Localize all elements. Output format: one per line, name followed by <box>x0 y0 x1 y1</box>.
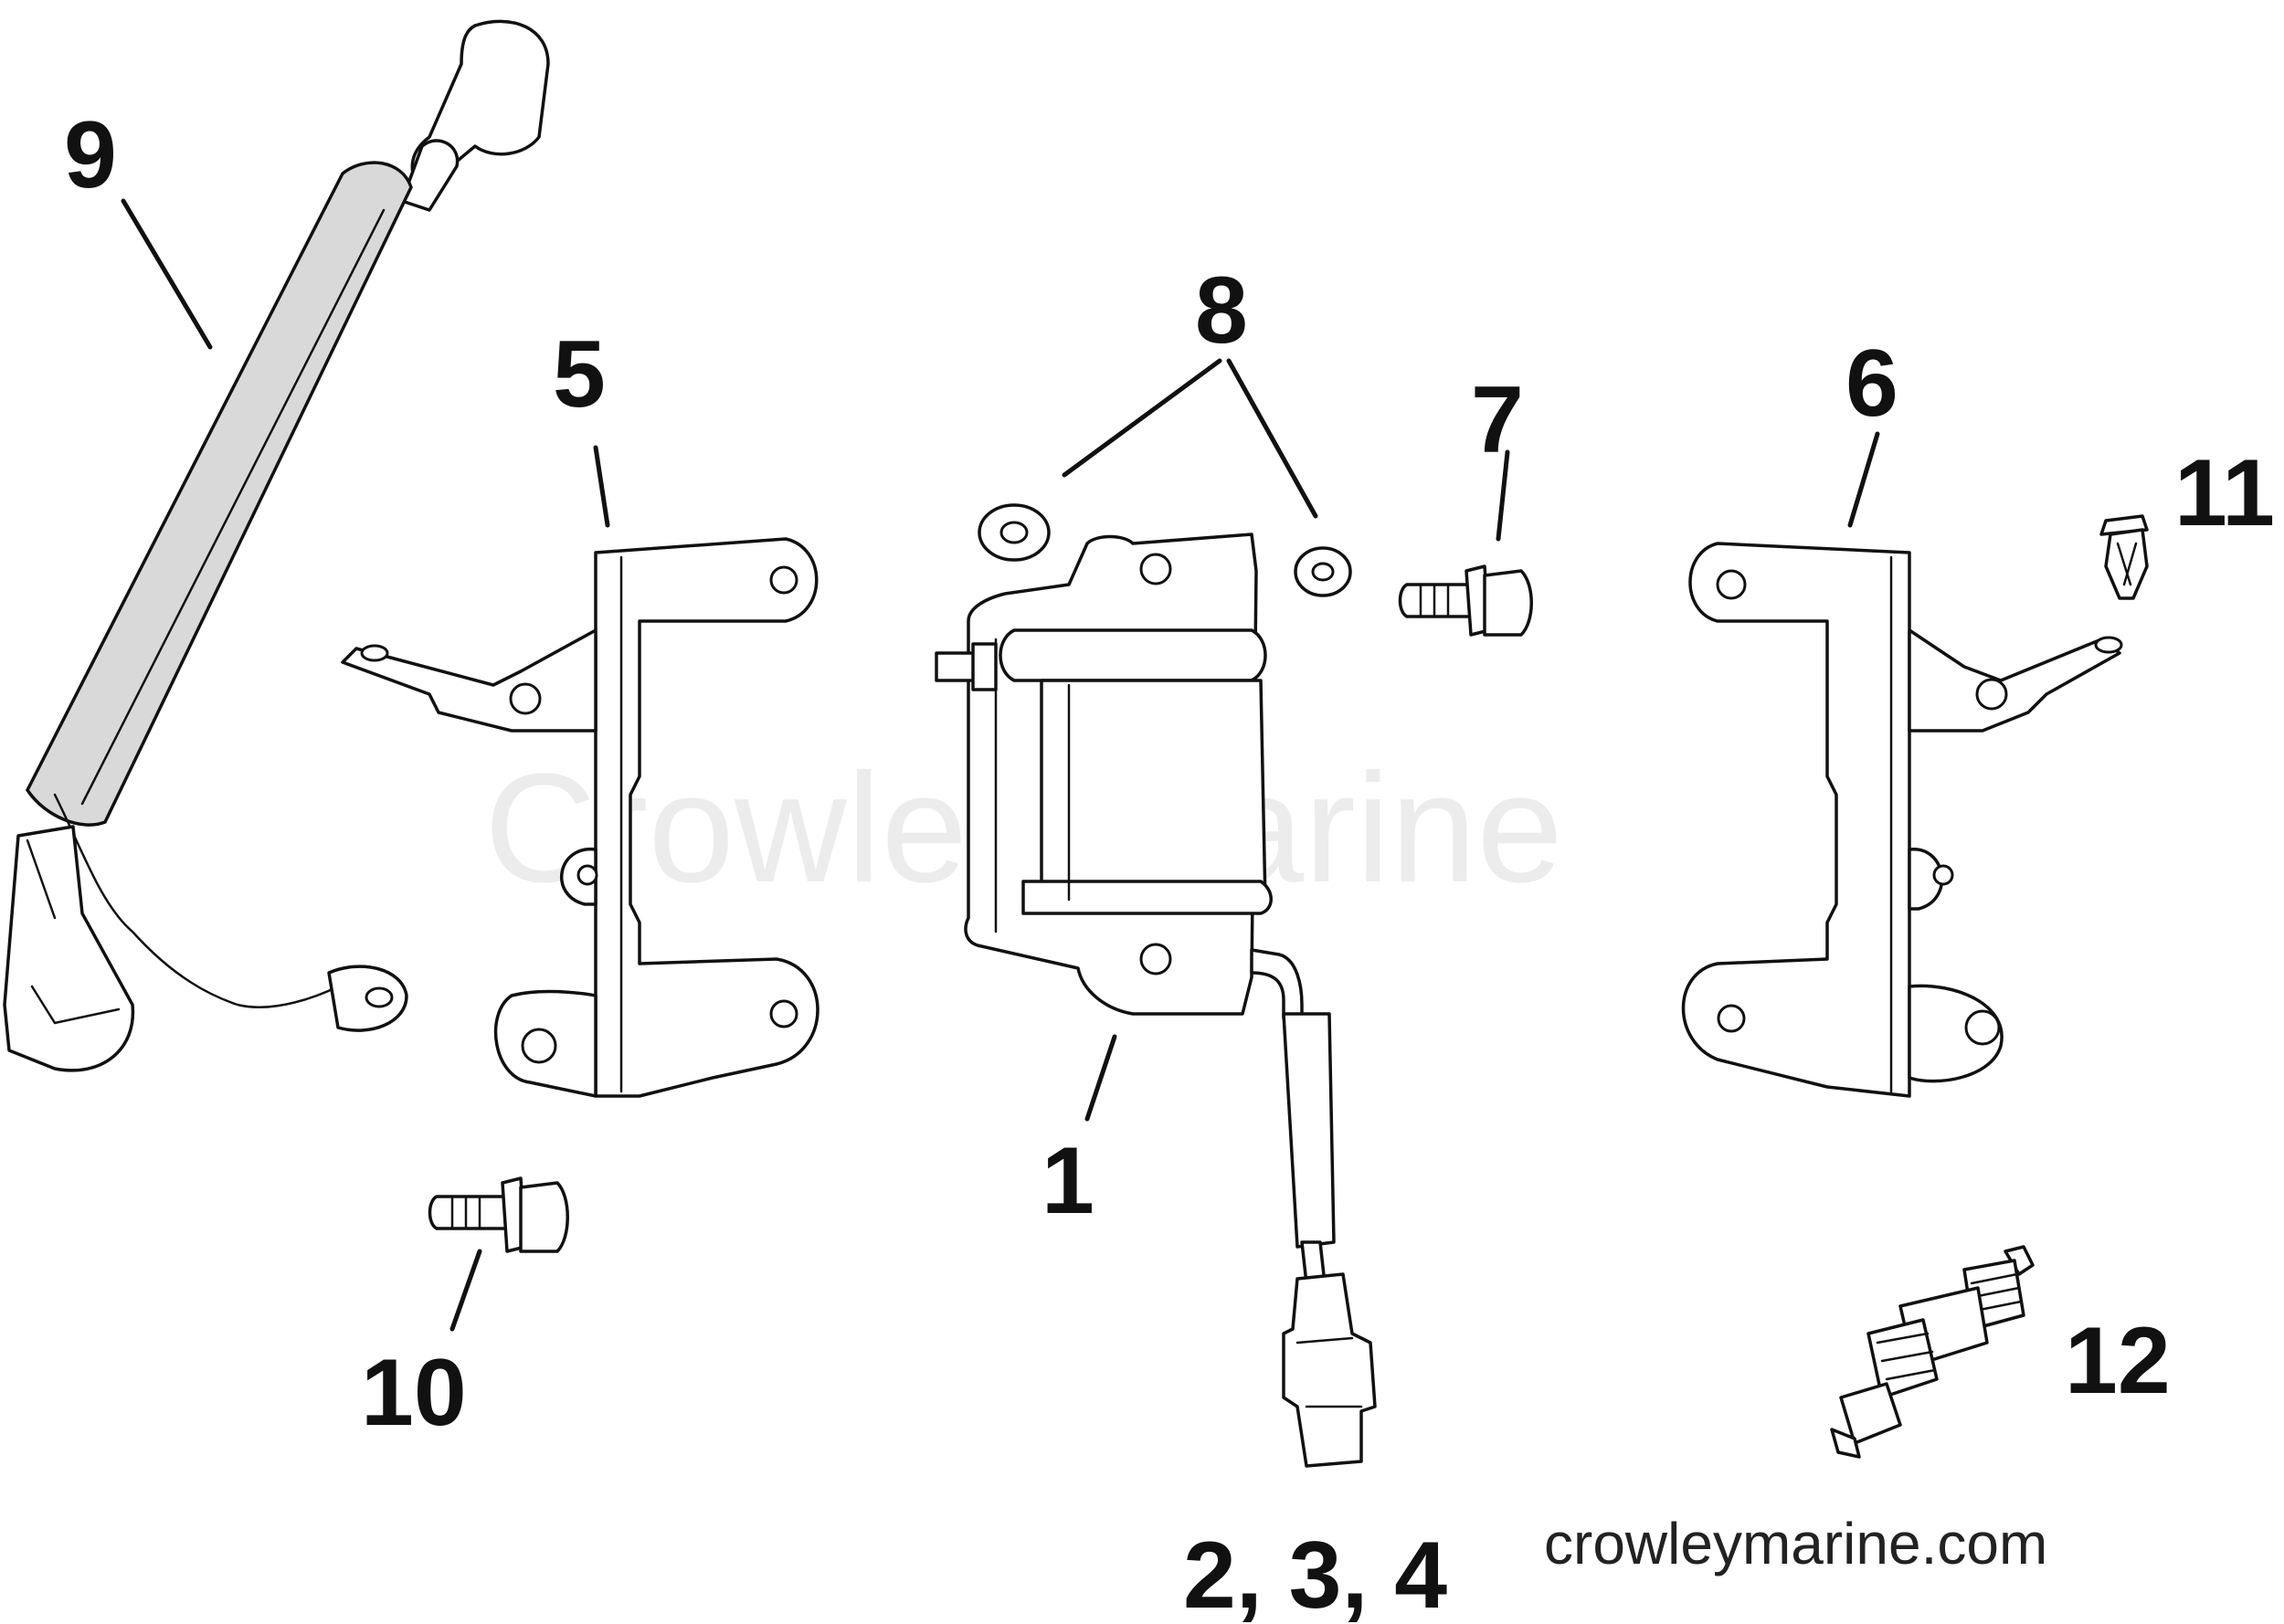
spark-plug-part <box>1830 1245 2035 1459</box>
washer-part-left <box>978 503 1051 562</box>
callout-5: 5 <box>553 322 606 427</box>
callout-10: 10 <box>361 1340 467 1446</box>
leader-5 <box>593 445 610 528</box>
leader-10 <box>449 1249 482 1332</box>
leader-9 <box>121 198 213 350</box>
leader-1 <box>1084 1034 1117 1122</box>
callout-12: 12 <box>2065 1308 2171 1414</box>
leader-lines <box>121 198 1880 1332</box>
ignition-coil-part <box>935 533 1377 1468</box>
leader-8-left <box>1062 358 1222 478</box>
bolt-part-10 <box>428 1176 569 1253</box>
callout-1: 1 <box>1042 1128 1094 1234</box>
spark-plug-lead-part <box>3 19 550 1072</box>
washer-part-right <box>1294 546 1352 597</box>
callout-7: 7 <box>1471 367 1524 473</box>
push-clip-part <box>2099 514 2149 600</box>
leader-6 <box>1847 431 1880 528</box>
left-bracket-part <box>341 537 819 1098</box>
leader-8-right <box>1226 358 1318 519</box>
bolt-part-7 <box>1398 564 1533 637</box>
callout-9: 9 <box>64 102 117 208</box>
right-bracket-part <box>1681 542 2123 1098</box>
callout-8: 8 <box>1195 258 1248 364</box>
leader-7 <box>1496 449 1510 542</box>
callout-2-3-4: 2, 3, 4 <box>1183 1523 1447 1624</box>
website-url: crowleymarine.com <box>1544 1511 2047 1577</box>
callout-6: 6 <box>1845 331 1898 437</box>
callout-11: 11 <box>2174 440 2275 546</box>
